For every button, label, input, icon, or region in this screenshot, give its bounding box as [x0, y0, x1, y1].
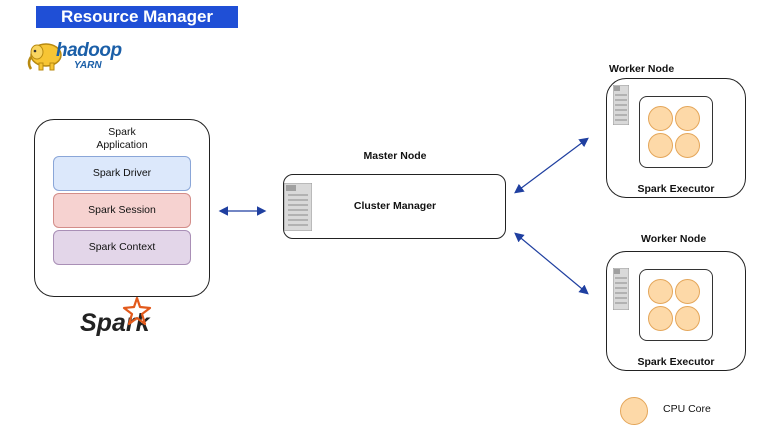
yarn-logo	[26, 38, 150, 74]
master-node-box	[283, 174, 506, 239]
server-icon	[284, 183, 312, 231]
resource-manager-title: Resource Manager	[36, 6, 238, 28]
executor-box-1	[639, 96, 713, 168]
master-worker2-arrow	[514, 232, 589, 295]
elephant-icon	[27, 43, 62, 71]
cluster-manager-label: Cluster Manager	[353, 200, 437, 212]
worker-node-label-2: Worker Node	[641, 233, 707, 245]
server-icon	[613, 85, 629, 125]
spark-driver-box: Spark Driver	[53, 156, 191, 191]
cpu-core-icon	[648, 106, 673, 131]
server-icon	[613, 268, 629, 310]
yarn-wordmark: YARN	[74, 60, 102, 71]
cpu-core-icon	[675, 133, 700, 158]
worker-node-label-1: Worker Node	[609, 63, 675, 75]
cpu-core-icon	[675, 279, 700, 304]
star-icon	[122, 296, 152, 326]
cpu-core-legend-label: CPU Core	[663, 403, 711, 415]
master-worker1-arrow	[514, 137, 589, 194]
executor-box-2	[639, 269, 713, 341]
spark-session-box: Spark Session	[53, 193, 191, 228]
cpu-core-icon	[648, 279, 673, 304]
spark-executor-label-2: Spark Executor	[637, 356, 715, 368]
master-node-label: Master Node	[363, 150, 427, 162]
hadoop-wordmark: hadoop	[56, 40, 122, 61]
cpu-core-icon	[675, 306, 700, 331]
cpu-core-icon	[675, 106, 700, 131]
cpu-core-icon	[648, 133, 673, 158]
cpu-core-legend-icon	[620, 397, 648, 425]
spark-application-title-text: Spark Application	[96, 126, 148, 151]
spark-context-box: Spark Context	[53, 230, 191, 265]
spark-logo-text: Spark	[80, 309, 150, 337]
cpu-core-icon	[648, 306, 673, 331]
spark-executor-label-1: Spark Executor	[637, 183, 715, 195]
spark-application-title: Spark Application	[34, 126, 210, 152]
